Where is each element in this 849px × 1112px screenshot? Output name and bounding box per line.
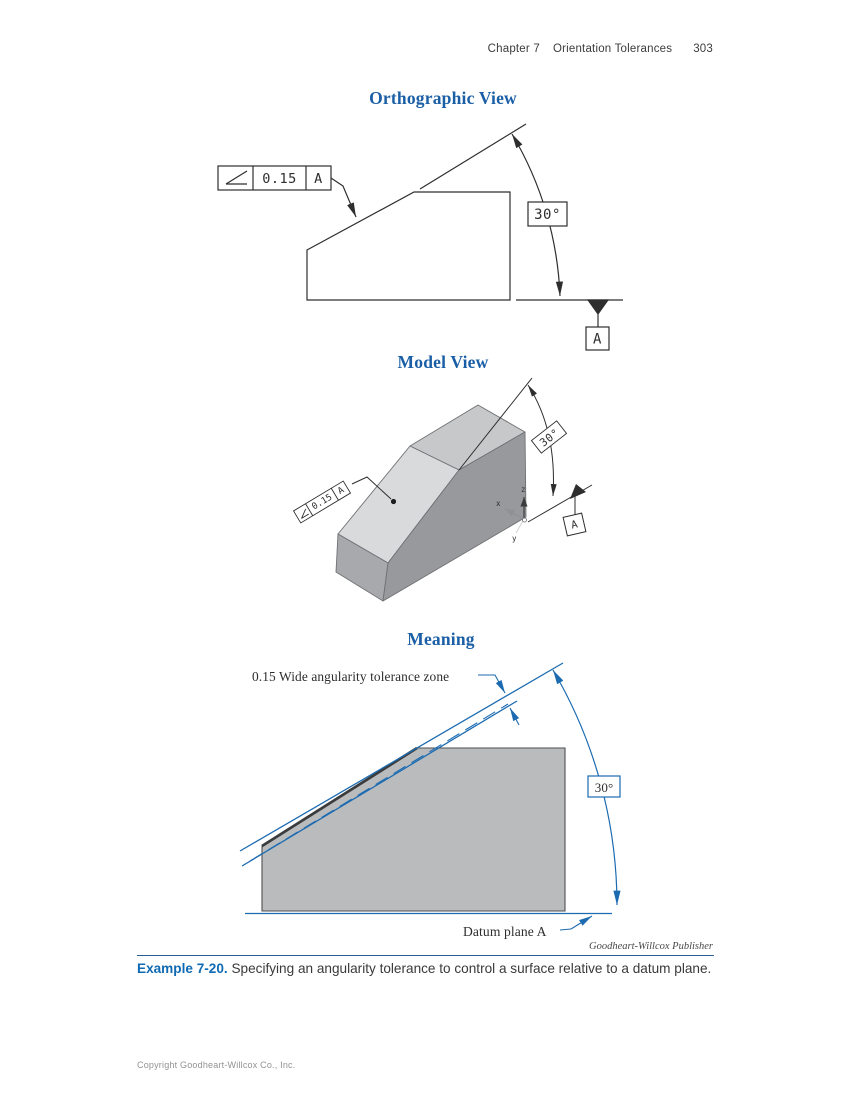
figure-caption: Example 7-20. Specifying an angularity t…: [137, 961, 721, 978]
datum-label: A: [570, 518, 580, 531]
possible-surface-dashed-line: [249, 703, 509, 862]
wedge-front-face: [382, 431, 527, 602]
origin-dot: [522, 517, 527, 523]
orthographic-view-title: Orthographic View: [369, 88, 517, 108]
page-number: 303: [693, 43, 713, 55]
wedge-solid: [335, 404, 527, 602]
datum-triangle-icon: [586, 299, 610, 316]
feature-control-frame: 0.15 A: [292, 476, 397, 524]
fcf-datum-reference: A: [314, 171, 323, 187]
datum-plane-label: Datum plane A: [463, 924, 547, 939]
copyright-notice: Copyright Goodheart-Willcox Co., Inc.: [137, 1060, 296, 1070]
angle-label-box: [587, 775, 621, 798]
model-view-title: Model View: [397, 352, 489, 372]
y-axis-label: y: [512, 534, 517, 543]
datum-label-leader: [559, 928, 572, 931]
angularity-symbol-icon: [301, 508, 310, 519]
tolerance-zone-label: 0.15 Wide angularity tolerance zone: [252, 669, 449, 684]
coordinate-triad: z x y: [496, 485, 528, 543]
chapter-label: Chapter 7: [487, 43, 540, 55]
tolerance-zone-upper-boundary: [239, 662, 564, 852]
datum-label-box: [585, 326, 610, 351]
feature-control-frame: 0.15 A: [217, 165, 357, 218]
surface-extension-line: [458, 377, 533, 471]
angle-label: 30°: [534, 207, 561, 223]
caption-example-label: Example 7-20.: [137, 961, 228, 976]
angle-label-box: 30°: [530, 420, 568, 454]
section-label: Orientation Tolerances: [552, 43, 673, 55]
surface-extension-line: [419, 123, 527, 190]
angle-label-box: [527, 201, 568, 227]
model-view-drawing: 30° A 0.15 A: [292, 377, 593, 602]
z-axis-label: z: [521, 485, 526, 494]
fcf-box: [217, 165, 332, 191]
fcf-datum-reference: A: [336, 485, 346, 497]
caption-divider-rule: [137, 955, 714, 956]
datum-label-box: A: [562, 512, 587, 537]
fcf-divider: [305, 503, 314, 516]
fcf-leader-line: [351, 476, 392, 500]
caption-text: Specifying an angularity tolerance to co…: [227, 961, 712, 976]
datum-triangle-icon: [570, 484, 586, 499]
controlled-surface-edge: [261, 746, 418, 848]
zone-width-arrow: [509, 707, 520, 726]
fcf-leader-dot: [390, 498, 397, 505]
meaning-title: Meaning: [407, 629, 475, 649]
publisher-credit: Goodheart-Willcox Publisher: [589, 941, 713, 952]
part-cross-section: [261, 747, 566, 912]
orthographic-view-drawing: 30° A 0.15 A: [217, 123, 623, 351]
x-axis-arrow: [504, 508, 525, 520]
fcf-leader-line: [330, 177, 357, 218]
angle-label: 30°: [595, 780, 614, 795]
fcf-tolerance-value: 0.15: [262, 171, 297, 187]
page-header: Chapter 7 Orientation Tolerances 303: [488, 43, 713, 55]
datum-label: A: [593, 332, 602, 348]
meaning-drawing: 30° 0.15 Wide angularity tolerance zone …: [239, 662, 621, 939]
datum-label-leader-arrow: [570, 915, 593, 930]
x-axis-label: x: [496, 499, 501, 508]
angularity-symbol-icon: [225, 170, 248, 185]
fcf-divider: [330, 488, 339, 501]
zone-label-leader: [478, 674, 506, 694]
part-outline: [306, 191, 511, 301]
